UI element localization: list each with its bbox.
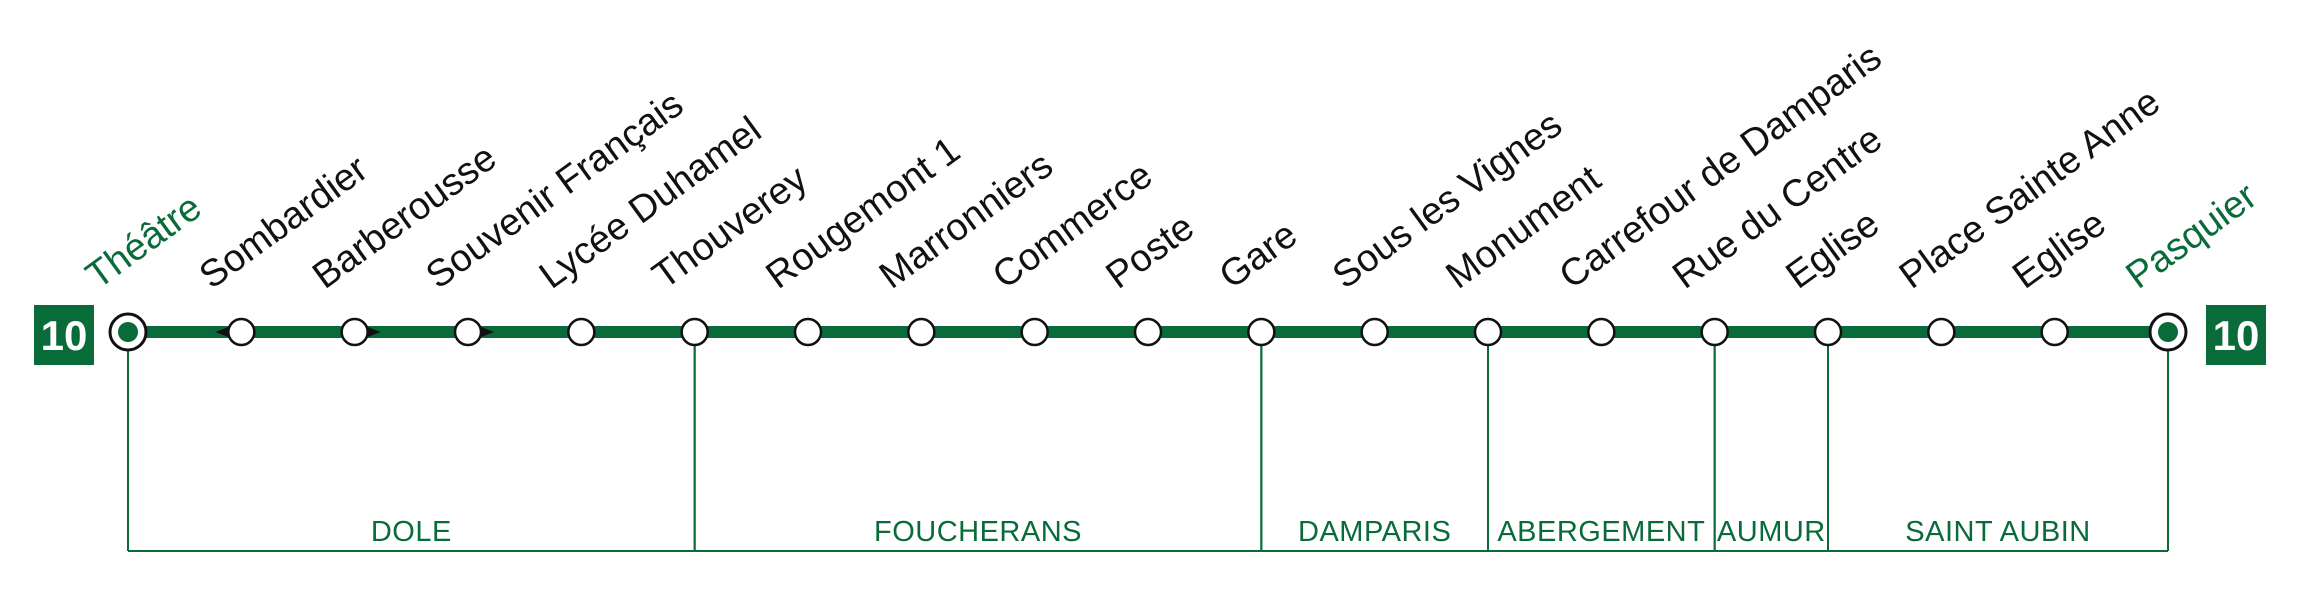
terminus-label: Théâtre bbox=[79, 186, 210, 297]
zone-damparis: DAMPARIS bbox=[1260, 332, 1489, 552]
terminus-marker bbox=[2148, 312, 2188, 352]
stop-circle bbox=[1247, 317, 1276, 347]
stop-marker bbox=[680, 317, 709, 347]
stop-label: Gare bbox=[1212, 214, 1305, 298]
stop-circle bbox=[793, 317, 823, 347]
zone-label: ABERGEMENT bbox=[1497, 516, 1705, 548]
stop-marker bbox=[453, 317, 483, 347]
stop-marker bbox=[2040, 317, 2069, 347]
stop-marker bbox=[793, 317, 823, 347]
stop-label: Rougemont 1 bbox=[759, 129, 968, 297]
zone-label: DOLE bbox=[371, 516, 452, 548]
stop-circle bbox=[340, 317, 369, 347]
stop-marker bbox=[1473, 317, 1503, 347]
stop-marker bbox=[1133, 317, 1163, 347]
stop-marker bbox=[1020, 317, 1049, 347]
stop-circle bbox=[680, 317, 709, 347]
zone-abergement: ABERGEMENT bbox=[1487, 332, 1716, 552]
zone-dole: DOLE bbox=[127, 332, 696, 552]
stops bbox=[108, 312, 2188, 352]
stop-circle bbox=[1813, 317, 1843, 347]
stop-circle bbox=[1587, 317, 1616, 347]
zone-label: AUMUR bbox=[1717, 516, 1826, 548]
terminus-inner-dot bbox=[118, 322, 138, 342]
stop-marker bbox=[340, 317, 369, 347]
line-number-start: 10 bbox=[41, 312, 88, 359]
stop-circle bbox=[907, 317, 936, 347]
stop-marker bbox=[1700, 317, 1729, 347]
stop-circle bbox=[1360, 317, 1389, 347]
zone-aumur: AUMUR bbox=[1713, 332, 1829, 552]
stop-circle bbox=[567, 317, 596, 347]
stop-circle bbox=[2040, 317, 2069, 347]
stop-marker bbox=[227, 317, 256, 347]
stop-marker bbox=[907, 317, 936, 347]
stop-marker bbox=[1360, 317, 1389, 347]
stop-circle bbox=[1133, 317, 1163, 347]
stop-marker bbox=[1587, 317, 1616, 347]
stop-circle bbox=[1473, 317, 1503, 347]
stop-circle bbox=[1927, 317, 1956, 347]
line-number-end: 10 bbox=[2213, 312, 2260, 359]
line-number-badge-start: 10 bbox=[34, 305, 94, 365]
stop-circle bbox=[1020, 317, 1049, 347]
stop-circle bbox=[227, 317, 256, 347]
terminus-inner-dot bbox=[2158, 322, 2178, 342]
zone-label: DAMPARIS bbox=[1298, 516, 1451, 548]
zone-foucherans: FOUCHERANS bbox=[693, 332, 1263, 552]
terminus-label: Pasquier bbox=[2119, 175, 2265, 297]
stop-circle bbox=[1700, 317, 1729, 347]
zone-brackets: DOLE FOUCHERANS DAMPARIS ABERGEMENT AUMUR SAI… bbox=[127, 332, 2169, 552]
stop-circle bbox=[453, 317, 483, 347]
stop-marker bbox=[1813, 317, 1843, 347]
stop-marker bbox=[567, 317, 596, 347]
line-number-badge-end: 10 bbox=[2206, 305, 2266, 365]
zone-label: SAINT AUBIN bbox=[1905, 516, 2090, 548]
stop-marker bbox=[1927, 317, 1956, 347]
zone-label: FOUCHERANS bbox=[874, 516, 1082, 548]
stop-marker bbox=[1247, 317, 1276, 347]
terminus-marker bbox=[108, 312, 148, 352]
zone-saint-aubin: SAINT AUBIN bbox=[1827, 332, 2169, 552]
